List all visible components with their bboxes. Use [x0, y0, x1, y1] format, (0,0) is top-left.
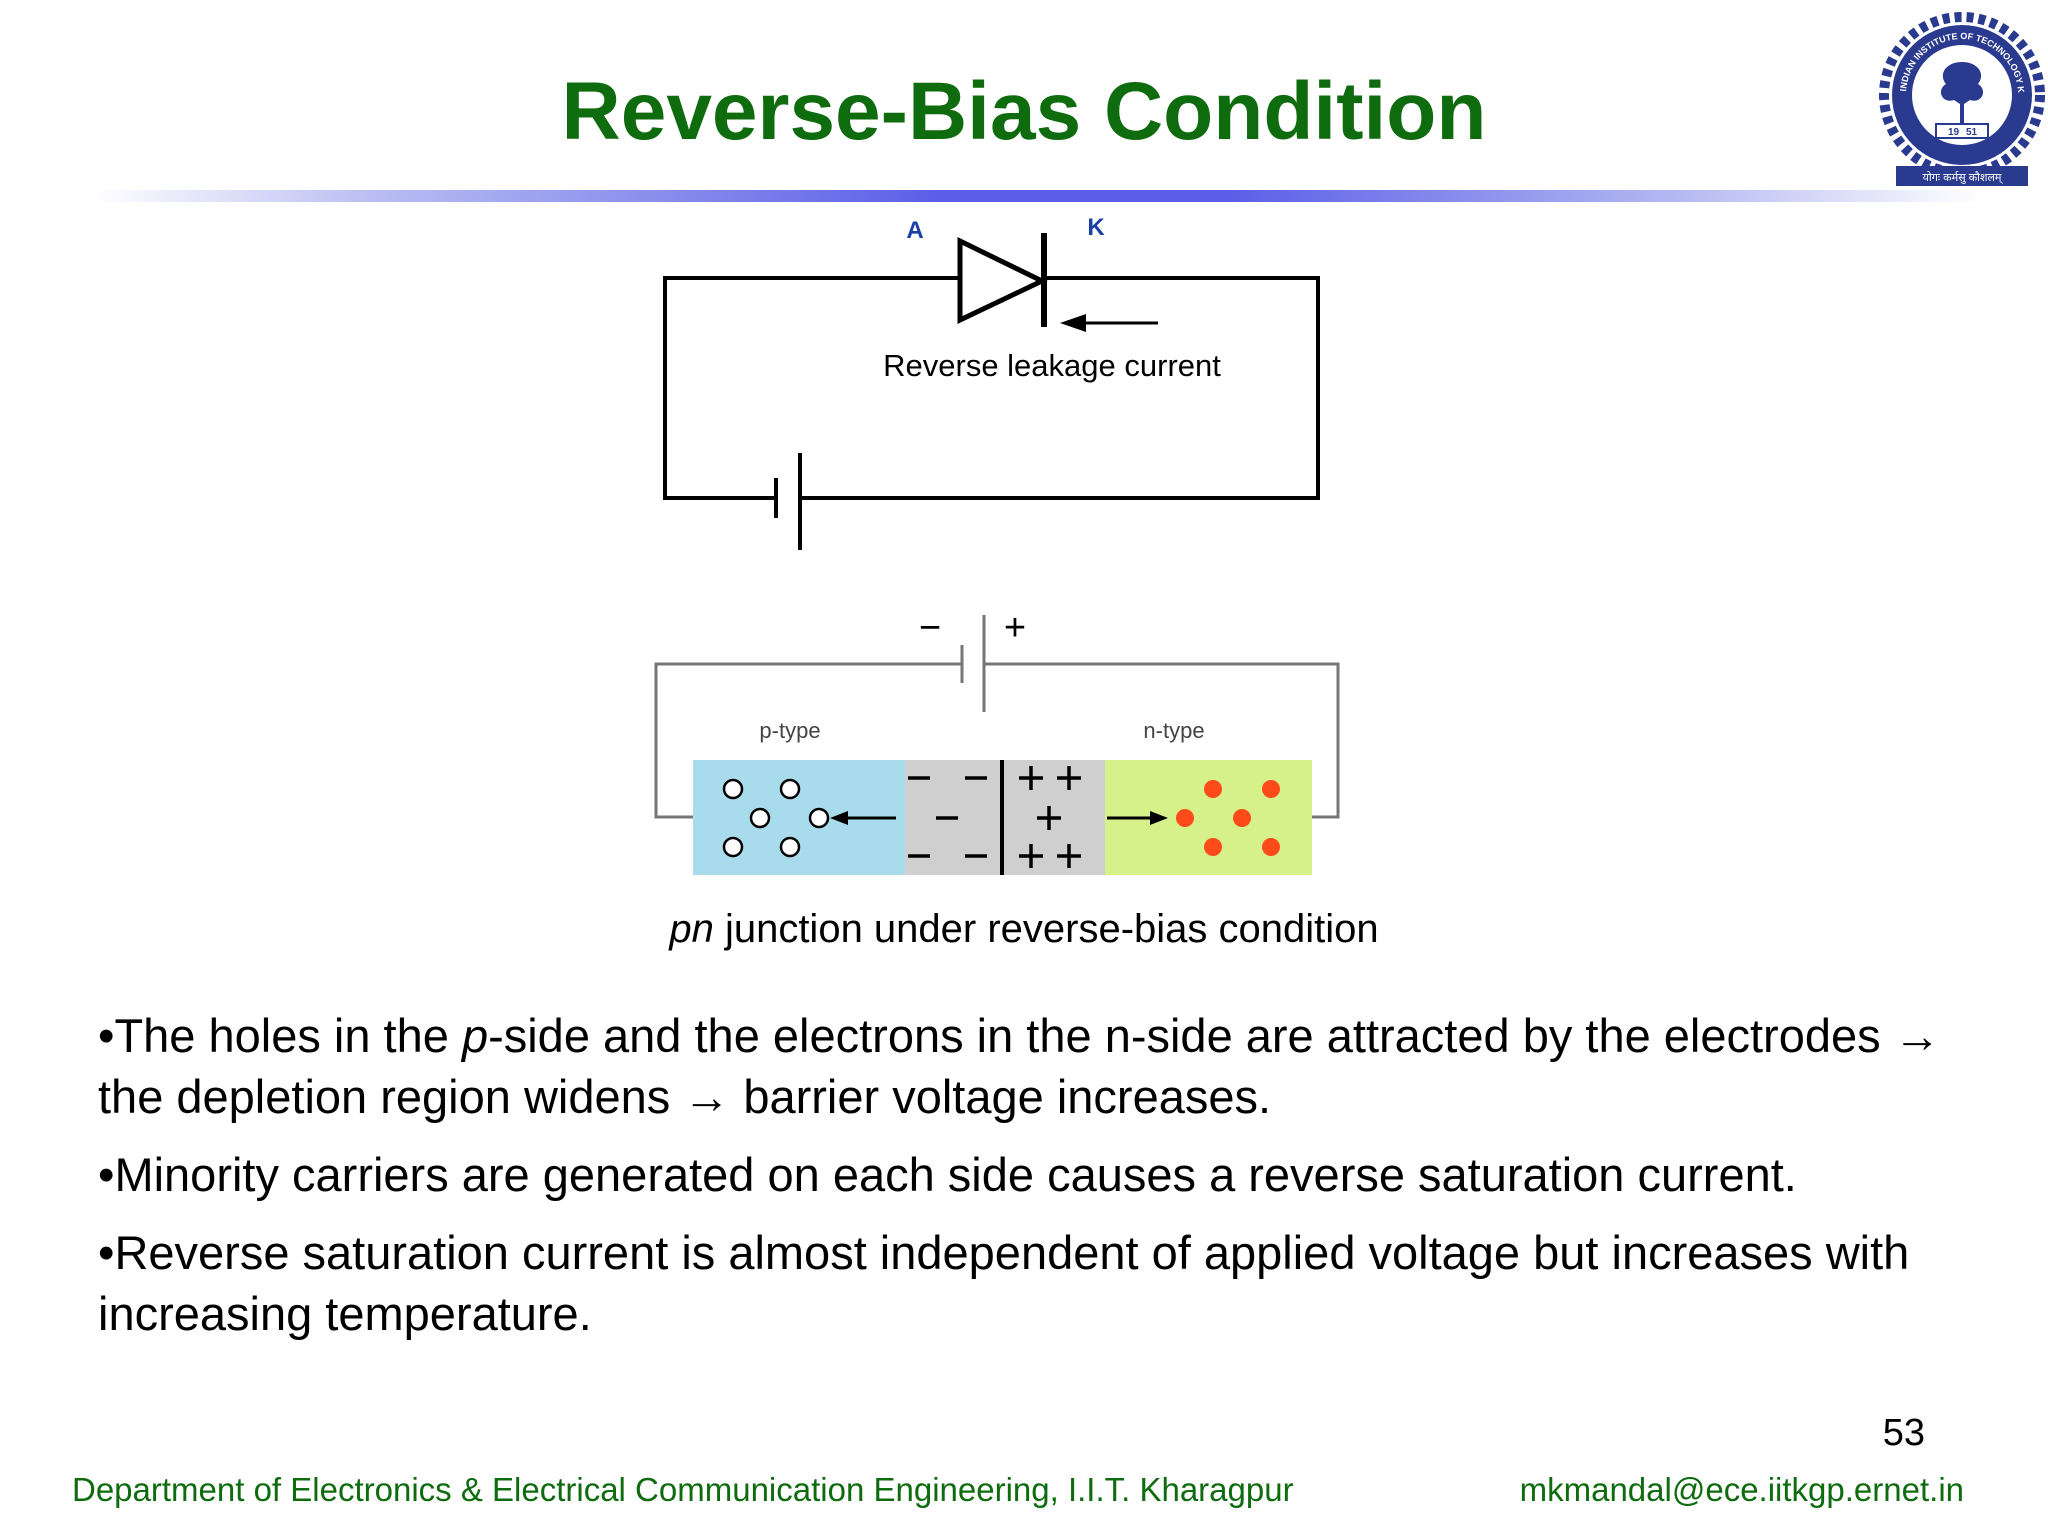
logo-year-left: 19 — [1948, 127, 1960, 138]
bullet-1-part: the depletion region widens — [98, 1070, 684, 1123]
bullet-3: •Reverse saturation current is almost in… — [98, 1226, 1910, 1340]
caption-text: junction under reverse-bias condition — [713, 907, 1379, 951]
junction-wire-left — [654, 662, 962, 819]
bullet-1-part: -side and the electrons in the n-side ar… — [488, 1009, 1894, 1062]
leakage-current-arrow — [1060, 314, 1158, 332]
title-underline — [92, 190, 1982, 202]
circuit-wire-right — [800, 276, 1320, 500]
bullet-1: •The holes in the p-side and the electro… — [98, 1005, 1978, 1127]
cathode-label: K — [1087, 214, 1105, 241]
figure-caption: pn junction under reverse-bias condition — [0, 905, 2048, 953]
iit-kharagpur-logo: INDIAN INSTITUTE OF TECHNOLOGY KHARAGPUR… — [1876, 0, 2045, 186]
diode-circuit-diagram: A K Reverse leakage current — [663, 214, 1320, 550]
bullet-2: •Minority carriers are generated on each… — [98, 1148, 1797, 1201]
hole-drift-arrow — [830, 811, 896, 825]
logo-year-right: 51 — [1966, 127, 1978, 138]
p-type-label: p-type — [759, 718, 820, 743]
negative-ions — [908, 776, 987, 858]
positive-ions — [1019, 766, 1081, 868]
arrow-icon: → — [683, 1070, 731, 1123]
n-type-label: n-type — [1143, 718, 1204, 743]
pn-junction-diagram: − + p-type n-type — [654, 607, 1340, 875]
electrons — [1176, 780, 1280, 856]
diode-symbol — [957, 233, 1048, 327]
anode-label: A — [906, 217, 923, 244]
footer-email: mkmandal@ece.iitkgp.ernet.in — [1519, 1471, 1964, 1508]
junction-wire-right — [984, 662, 1340, 819]
bullet-1-part: barrier voltage increases. — [730, 1070, 1272, 1123]
slide-title: Reverse-Bias Condition — [561, 66, 1487, 157]
caption-italic: pn — [669, 907, 714, 951]
bullet-1-part: •The holes in the — [98, 1009, 462, 1062]
logo-motto: योगः कर्मसु कौशलम् — [1922, 171, 2003, 184]
source-plus-sign: + — [1004, 607, 1026, 649]
arrow-icon: → — [1893, 1009, 1941, 1062]
source-minus-sign: − — [919, 607, 941, 649]
electron-drift-arrow — [1107, 811, 1168, 825]
circuit-wire — [663, 276, 960, 500]
footer-department: Department of Electronics & Electrical C… — [72, 1471, 1294, 1508]
page-number: 53 — [1882, 1412, 1925, 1454]
bullet-1-italic: p — [461, 1009, 489, 1062]
bullet-list: •The holes in the p-side and the electro… — [98, 1005, 1978, 1361]
holes — [722, 778, 830, 858]
leakage-current-label: Reverse leakage current — [883, 348, 1221, 383]
